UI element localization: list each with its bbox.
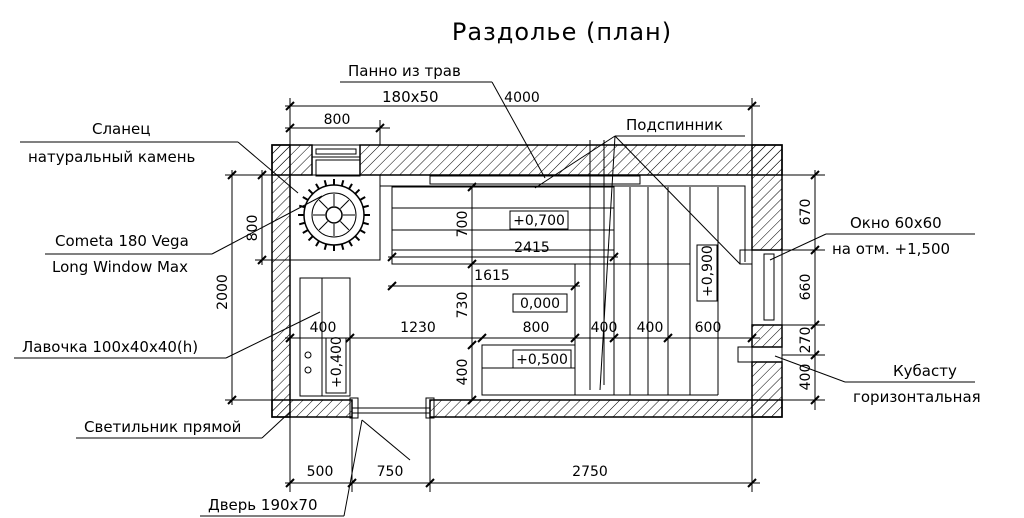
stove-niche [311, 144, 361, 177]
upper-shelf [391, 186, 615, 265]
dim-shelf-730: 730 [455, 292, 471, 319]
window [739, 249, 783, 326]
stove-tooth [302, 229, 309, 234]
stove-tooth [323, 243, 328, 251]
dimension-lines [225, 98, 825, 492]
level-top-shelf: +0,700 [513, 213, 565, 229]
wall-top-right [359, 144, 783, 176]
stove-tooth [362, 204, 370, 209]
shelves [391, 140, 719, 396]
dim-right-670: 670 [798, 199, 814, 226]
label-kubastu-2: горизонтальная [853, 388, 981, 406]
slate-panel [289, 174, 381, 261]
label-bench: Лавочка 100х40х40(h) [22, 338, 198, 356]
dim-right-270: 270 [798, 327, 814, 354]
label-window-1: Окно 60х60 [850, 214, 942, 232]
stove-tooth [315, 183, 320, 190]
label-stove-1: Cometa 180 Vega [55, 232, 189, 250]
wall-bottom-left [271, 399, 353, 418]
stove-tooth [307, 235, 314, 242]
stove-tooth [354, 188, 361, 195]
stove-tooth [354, 235, 361, 242]
lower-shelf [481, 344, 576, 396]
stove-tooth [323, 179, 328, 187]
dim-inner-800: 800 [523, 320, 550, 336]
stove-tooth [359, 229, 366, 234]
dim-inner-400a: 400 [310, 320, 337, 336]
stove-tooth [315, 240, 320, 247]
panno-panel [429, 175, 641, 185]
label-lamp: Светильник прямой [84, 418, 241, 436]
dim-bottom-2750: 2750 [572, 464, 608, 480]
stove-tooth [307, 188, 314, 195]
callouts: Панно из трав 180х50 Сланец натуральный … [14, 62, 981, 517]
dim-left-800: 800 [245, 215, 261, 242]
vent-kubastu [737, 346, 783, 363]
stove [298, 179, 370, 251]
label-panno-2: 180х50 [382, 88, 439, 106]
dim-shelf-1615: 1615 [474, 268, 510, 284]
label-door: Дверь 190х70 [208, 496, 318, 514]
label-panno-1: Панно из трав [348, 62, 461, 80]
plan-title: Раздолье (план) [452, 18, 672, 46]
dim-right-400: 400 [798, 364, 814, 391]
stove-tooth [340, 243, 345, 251]
label-window-2: на отм. +1,500 [832, 240, 950, 258]
label-stove-2: Long Window Max [52, 258, 188, 276]
label-kubastu-1: Кубасту [893, 362, 957, 380]
dimension-texts: 4000 800 800 2000 700 2415 1615 730 400 … [215, 90, 814, 480]
stove-spoke [340, 199, 350, 209]
dim-inner-400c: 400 [637, 320, 664, 336]
stove-spoke [340, 221, 350, 231]
wall-right-mid [751, 324, 783, 348]
stove-tooth [340, 179, 345, 187]
stove-tooth [348, 183, 353, 190]
dim-bottom-500: 500 [307, 464, 334, 480]
stove-tooth [359, 196, 366, 201]
door [349, 397, 435, 419]
dim-inner-1230: 1230 [400, 320, 436, 336]
dim-shelf-2415: 2415 [514, 240, 550, 256]
wall-right-top [751, 144, 783, 251]
dim-shelf-700: 700 [455, 211, 471, 238]
wall-left [271, 144, 291, 418]
stove-tooth [298, 221, 306, 226]
dim-left-2000: 2000 [215, 274, 231, 310]
wall-bottom-right [429, 399, 783, 418]
dim-inner-600: 600 [695, 320, 722, 336]
label-slanets-1: Сланец [92, 120, 151, 138]
dim-top-800: 800 [324, 112, 351, 128]
dim-bottom-750: 750 [377, 464, 404, 480]
level-floor: 0,000 [520, 296, 560, 312]
dim-inner-400v: 400 [455, 359, 471, 386]
level-low-shelf: +0,500 [516, 352, 568, 368]
stove-spoke [318, 221, 328, 231]
level-vertical: +0,900 [700, 245, 716, 297]
bench: +0,400 [299, 277, 351, 397]
label-podspinnik: Подспинник [626, 116, 723, 134]
stove-tooth [302, 196, 309, 201]
dim-right-660: 660 [798, 274, 814, 301]
stove-tooth [362, 221, 370, 226]
level-marks: +0,700 0,000 +0,500 +0,900 [509, 210, 718, 369]
dim-top-total: 4000 [504, 90, 540, 106]
label-slanets-2: натуральный камень [28, 148, 195, 166]
bench-level: +0,400 [329, 336, 345, 388]
stove-tooth [348, 240, 353, 247]
stove-spoke [318, 199, 328, 209]
